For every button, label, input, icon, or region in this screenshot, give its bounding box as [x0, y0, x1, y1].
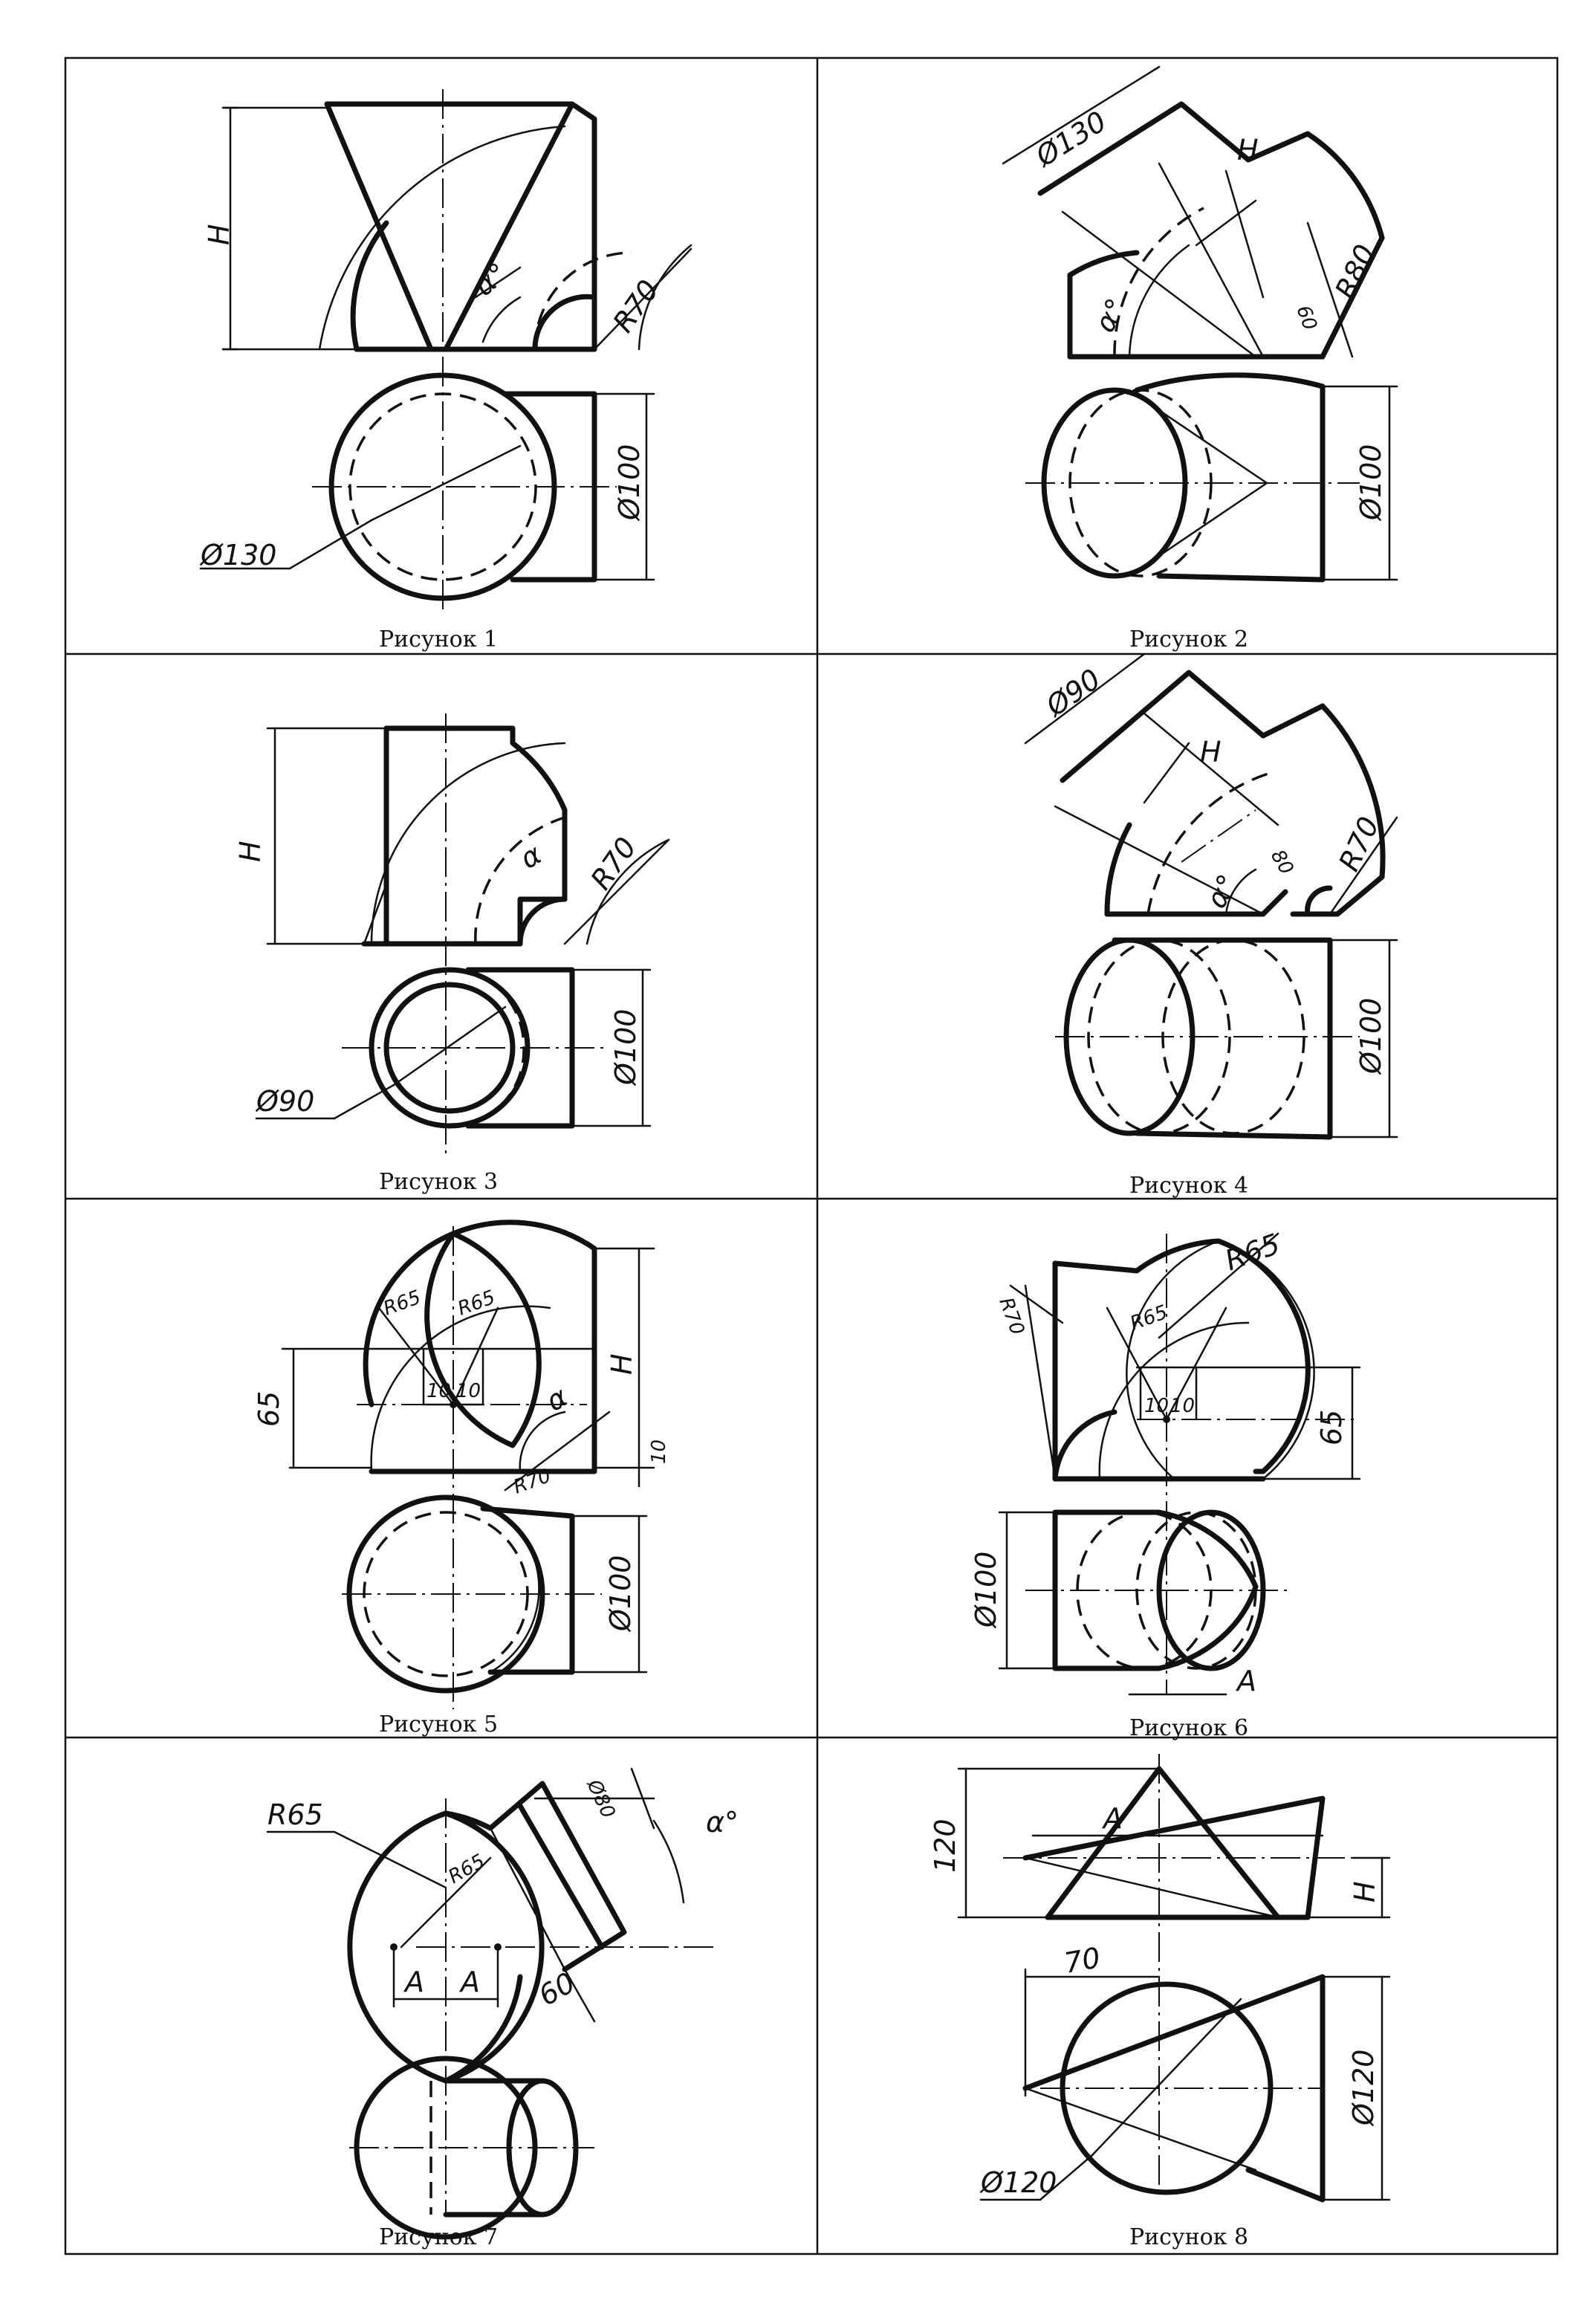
- fig1-dim-h: H: [203, 224, 236, 245]
- fig8-caption: Рисунок 8: [1129, 2224, 1248, 2250]
- fig8-dim-h: H: [1349, 1881, 1381, 1902]
- fig8-dim-120: 120: [929, 1818, 961, 1873]
- fig5-caption: Рисунок 5: [379, 1711, 498, 1737]
- figure-2: Ø130 H α° 60 R80 Ø100 Рисунок 2: [1002, 65, 1398, 652]
- fig5-dim-10-right: 10: [456, 1380, 481, 1402]
- fig5-dim-alpha: α: [541, 1380, 574, 1418]
- fig6-dim-10-left: 10: [1144, 1395, 1169, 1417]
- fig1-dim-d100: Ø100: [613, 444, 646, 522]
- fig7-dim-a-right: A: [458, 1966, 480, 1998]
- figure-5: R65 R65 65 10 10 α H 10 R70 Ø100 Рисунок…: [253, 1220, 670, 1737]
- fig8-dim-d120-side: Ø120: [1347, 2050, 1380, 2127]
- figure-6: R65 R70 R65 10 10 65 Ø100 A Рисунок 6: [970, 1228, 1361, 1741]
- fig2-dim-60: 60: [1291, 302, 1321, 333]
- fig4-dim-d90: Ø90: [1039, 662, 1106, 723]
- fig4-dim-alpha: α°: [1200, 869, 1245, 913]
- fig5-dim-10-left: 10: [426, 1380, 451, 1402]
- figure-4: Ø90 H 80 α° R70 Ø100 Рисунок 4: [1024, 652, 1398, 1199]
- fig2-caption: Рисунок 2: [1129, 626, 1248, 652]
- fig2-dim-d100: Ø100: [1355, 444, 1387, 522]
- figure-7: R65 R65 Ø80 α° A A 60 Рисунок 7: [266, 1767, 739, 2250]
- fig1-caption: Рисунок 1: [379, 626, 498, 652]
- fig3-dim-d100: Ø100: [609, 1009, 642, 1086]
- figure-1: H α° R70 Ø100 Ø130 Рисунок 1: [199, 89, 692, 652]
- fig7-dim-a-left: A: [403, 1966, 424, 1998]
- fig8-dim-a: A: [1101, 1802, 1123, 1835]
- fig6-dim-r70: R70: [994, 1295, 1028, 1338]
- figure-8: A 120 H 70 Ø120 Ø120 Рисунок 8: [929, 1754, 1391, 2250]
- fig5-dim-h: H: [606, 1353, 638, 1375]
- fig6-dim-65: 65: [1315, 1410, 1348, 1445]
- fig6-dim-a: A: [1235, 1665, 1256, 1697]
- fig3-dim-h: H: [234, 841, 267, 862]
- fig6-dim-10-right: 10: [1170, 1395, 1195, 1417]
- fig4-dim-h: H: [1200, 736, 1222, 768]
- fig2-dim-d130: Ø130: [1029, 105, 1112, 174]
- fig4-dim-d100: Ø100: [1355, 998, 1387, 1075]
- fig6-dim-d100: Ø100: [970, 1552, 1002, 1629]
- fig2-dim-h: H: [1237, 134, 1259, 166]
- sheet-frame: [64, 56, 1559, 2255]
- fig5-dim-10: 10: [648, 1439, 670, 1464]
- fig4-caption: Рисунок 4: [1129, 1173, 1248, 1199]
- fig7-dim-alpha: α°: [706, 1806, 739, 1839]
- fig1-dim-d130: Ø130: [199, 539, 276, 571]
- fig6-caption: Рисунок 6: [1129, 1715, 1248, 1741]
- fig3-caption: Рисунок 3: [379, 1169, 498, 1195]
- figure-3: H α R70 Ø100 Ø90 Рисунок 3: [234, 713, 670, 1195]
- fig2-dim-alpha: α°: [1089, 293, 1133, 337]
- fig6-dim-r65-top: R65: [1221, 1228, 1284, 1277]
- fig3-dim-d90: Ø90: [255, 1085, 314, 1118]
- fig7-dim-r65-outer: R65: [267, 1798, 323, 1831]
- fig7-caption: Рисунок 7: [379, 2224, 498, 2250]
- fig4-dim-80: 80: [1266, 846, 1298, 879]
- fig8-dim-70: 70: [1062, 1941, 1103, 1980]
- fig6-dim-r65-inner: R65: [1127, 1301, 1170, 1335]
- fig8-dim-d120-circle: Ø120: [979, 2166, 1057, 2199]
- fig5-dim-65: 65: [253, 1391, 285, 1427]
- fig5-dim-d100: Ø100: [604, 1555, 637, 1633]
